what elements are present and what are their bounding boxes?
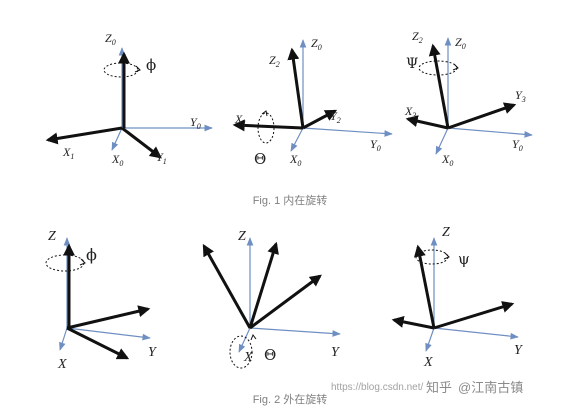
rotated-x-axis <box>232 119 304 132</box>
rotation-arrowhead-icon <box>452 63 459 71</box>
fig2-panel-a: Z ϕ Y X <box>45 229 158 372</box>
fixed-y-axis <box>66 327 151 341</box>
fig1-caption: Fig. 1 内在旋转 <box>253 193 328 207</box>
rotated-z-axis <box>428 43 450 129</box>
label-x1: X1 <box>62 145 74 161</box>
rotated-x-axis <box>248 241 279 329</box>
label-y1: Y1 <box>156 150 167 166</box>
label-x1: X1 <box>234 112 246 128</box>
angle-label: Θ <box>254 150 266 168</box>
label-x: X <box>243 350 253 365</box>
label-z: Z <box>442 225 450 240</box>
fixed-x-axis <box>435 127 449 155</box>
label-y: Y <box>148 345 158 360</box>
fig1-panel-b: Z0 Z2 Y2 X1 Θ X0 Y0 <box>232 36 393 168</box>
rotation-arrowhead-icon <box>250 333 257 341</box>
fig1-panel-a: Z0 ϕ Y0 X1 X0 Y1 <box>45 31 213 168</box>
url-watermark: https://blog.csdn.net/ <box>331 382 424 393</box>
label-z2: Z2 <box>269 53 280 69</box>
rotated-y-axis <box>302 109 338 130</box>
rotation-arrow-icon <box>229 335 253 369</box>
fixed-x-axis <box>290 127 304 152</box>
label-x: X <box>423 355 433 370</box>
fixed-y-axis <box>249 327 341 337</box>
label-x: X0 <box>441 152 453 168</box>
rotated-y-axis <box>447 102 517 130</box>
label-z: Z0 <box>455 35 466 51</box>
rotation-arrow-icon <box>45 254 85 272</box>
angle-label: Ψ <box>406 56 418 72</box>
rotated-y-axis <box>249 274 322 330</box>
author-watermark: @江南古镇 <box>458 380 523 395</box>
label-y: Y0 <box>190 115 201 131</box>
rotated-x-axis <box>391 315 435 330</box>
fig2-caption: Fig. 2 外在旋转 <box>253 392 328 406</box>
label-z: Z0 <box>105 31 116 47</box>
label-x: X0 <box>111 152 123 168</box>
label-x3: X3 <box>404 104 416 120</box>
rotation-arrowhead-icon <box>443 252 450 260</box>
label-z: Z <box>238 229 246 244</box>
label-y: Y0 <box>512 137 523 153</box>
label-z: Z0 <box>311 36 322 52</box>
fixed-y-axis <box>433 327 519 340</box>
rotated-y-axis <box>121 126 162 159</box>
label-z2: Z2 <box>412 29 423 45</box>
fig1-panel-c: Z2 Z0 Ψ Y3 X3 X0 Y0 <box>404 29 533 168</box>
rotated-z-axis <box>287 47 305 129</box>
rotated-x-axis <box>45 126 123 145</box>
fixed-x-axis <box>425 327 435 352</box>
angle-label: Θ <box>264 346 276 364</box>
fixed-x-axis <box>111 127 123 151</box>
fixed-y-axis <box>302 127 393 137</box>
rotated-x-axis <box>66 326 130 360</box>
rotated-z-axis <box>202 243 252 329</box>
rotation-arrowhead-icon <box>261 110 268 117</box>
label-y: Y0 <box>370 137 381 153</box>
rotated-y-axis <box>66 305 151 330</box>
brand-watermark: 知乎 <box>426 380 452 395</box>
label-x: X0 <box>289 152 301 168</box>
rotated-y-axis <box>433 301 515 330</box>
rotation-arrow-icon <box>103 62 139 78</box>
rotation-arrowhead-icon <box>134 65 141 73</box>
fig2-panel-c: Z ψ Y X <box>391 225 524 370</box>
rotated-x-axis <box>405 115 449 130</box>
angle-label: ψ <box>458 250 470 268</box>
rotation-arrowhead-icon <box>79 258 86 266</box>
fixed-y-axis <box>447 127 533 138</box>
rotated-z-axis <box>413 244 436 329</box>
label-y3: Y3 <box>515 88 526 104</box>
angle-label: ϕ <box>146 56 156 74</box>
fixed-x-axis <box>238 327 251 353</box>
label-x: X <box>57 357 67 372</box>
label-y: Y <box>514 343 524 358</box>
label-z: Z <box>48 229 56 244</box>
label-y2: Y2 <box>330 109 341 125</box>
fig2-panel-b: Z Y X Θ <box>202 229 341 369</box>
rotation-arrow-icon <box>257 112 275 144</box>
fixed-x-axis <box>59 327 68 351</box>
angle-label: ϕ <box>86 245 97 264</box>
label-y: Y <box>331 345 341 360</box>
